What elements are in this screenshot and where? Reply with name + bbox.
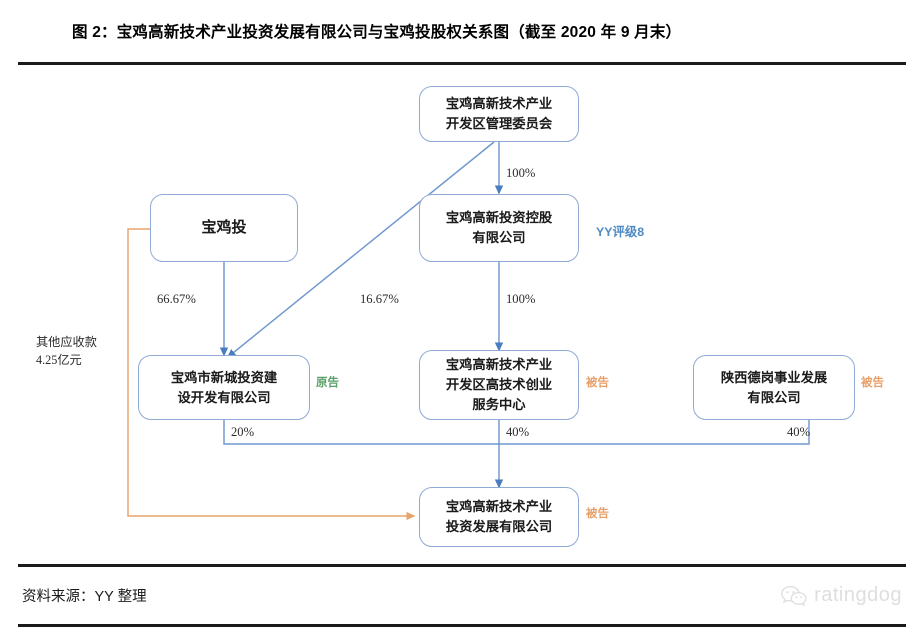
source-note: 资料来源：YY 整理 (22, 589, 147, 605)
annotation-receivable-line1: 其他应收款 (36, 335, 97, 349)
node-xincheng-label: 宝鸡市新城投资建设开发有限公司 (170, 369, 278, 405)
node-touzifazhan[interactable]: 宝鸡高新技术产业投资发展有限公司 (419, 487, 579, 547)
footer-divider-top (18, 564, 906, 567)
edge-label-guanweihui-xincheng: 16.67% (360, 292, 399, 306)
brand-name: ratingdog (814, 584, 902, 606)
node-degang[interactable]: 陕西德岗事业发展有限公司 (693, 355, 855, 420)
page-title: 图 2：宝鸡高新技术产业投资发展有限公司与宝鸡投股权关系图（截至 2020 年 … (72, 24, 682, 41)
wechat-icon (781, 585, 807, 606)
node-degang-label: 陕西德岗事业发展有限公司 (720, 369, 828, 405)
node-kongu[interactable]: 宝鸡高新投资控股有限公司 (419, 194, 579, 262)
node-kongu-label: 宝鸡高新投资控股有限公司 (445, 210, 553, 245)
node-baojitou-label: 宝鸡投 (201, 219, 247, 236)
edge-label-guanweihui-kongu: 100% (506, 166, 536, 180)
edge-bus-horizontal (223, 420, 810, 445)
node-chuangye-label: 宝鸡高新技术产业开发区高技术创业服务中心 (445, 357, 553, 412)
figure-footer: 资料来源：YY 整理 ratingdog (0, 567, 924, 624)
node-xincheng[interactable]: 宝鸡市新城投资建设开发有限公司 (138, 355, 310, 420)
edge-label-degang-touzifazhan: 40% (787, 425, 811, 439)
edge-receivable-loop (127, 228, 416, 521)
footer-divider-bottom (18, 624, 906, 627)
node-guanweihui-label: 宝鸡高新技术产业开发区管理委员会 (445, 96, 553, 131)
node-guanweihui[interactable]: 宝鸡高新技术产业开发区管理委员会 (419, 86, 579, 142)
diagram-connectors (127, 141, 810, 521)
node-chuangye[interactable]: 宝鸡高新技术产业开发区高技术创业服务中心 (419, 350, 579, 420)
annotation-receivable: 其他应收款 4.25亿元 (36, 334, 97, 369)
ownership-diagram: 宝鸡高新技术产业开发区管理委员会 宝鸡投 宝鸡高新投资控股有限公司 宝鸡市新城投… (0, 62, 924, 564)
title-divider (18, 62, 906, 65)
figure-title-bar: 图 2：宝鸡高新技术产业投资发展有限公司与宝鸡投股权关系图（截至 2020 年 … (0, 0, 924, 62)
node-touzifazhan-label: 宝鸡高新技术产业投资发展有限公司 (445, 499, 553, 534)
edge-label-baojitou-xincheng: 66.67% (157, 292, 196, 306)
edge-label-chuangye-touzifazhan: 40% (506, 425, 530, 439)
tag-role-chuangye: 被告 (586, 377, 609, 389)
edge-guanweihui-xincheng (226, 141, 495, 358)
tag-role-degang: 被告 (861, 377, 884, 389)
edge-label-kongu-chuangye: 100% (506, 292, 536, 306)
node-baojitou[interactable]: 宝鸡投 (150, 194, 298, 262)
tag-role-xincheng: 原告 (316, 377, 339, 389)
brand-watermark: ratingdog (781, 584, 902, 607)
annotation-receivable-line2: 4.25亿元 (36, 352, 82, 367)
tag-role-touzifazhan: 被告 (586, 508, 609, 520)
tag-rating-kongu: YY评级8 (596, 225, 645, 239)
edge-label-xincheng-touzifazhan: 20% (231, 425, 255, 439)
